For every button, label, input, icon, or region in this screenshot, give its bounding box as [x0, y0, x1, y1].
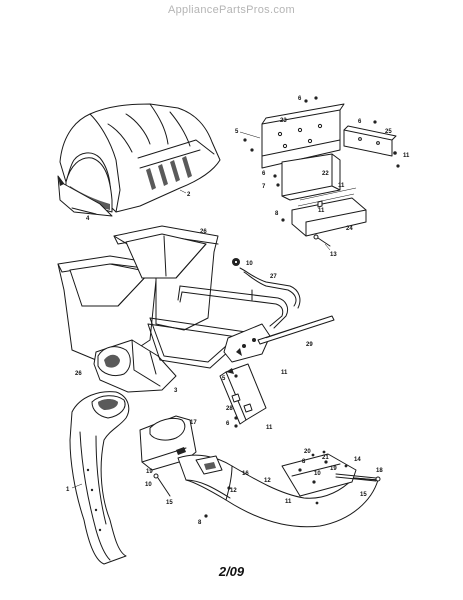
- callout-6-hanger: 6: [226, 421, 230, 427]
- callout-19-right: 19: [330, 466, 337, 472]
- callout-8-bottom: 8: [198, 520, 202, 526]
- callout-6-left: 6: [262, 171, 266, 177]
- callout-8-right: 8: [302, 459, 306, 465]
- callout-19-left: 19: [146, 469, 153, 475]
- callout-1: 1: [66, 487, 70, 493]
- callout-10-bottom: 10: [314, 471, 321, 477]
- callout-29: 29: [306, 342, 313, 348]
- callout-11-mid2: 11: [318, 208, 325, 214]
- fastener-13: [313, 234, 331, 247]
- callout-5: 5: [235, 129, 239, 135]
- pin-16: [153, 473, 171, 497]
- callout-6-right: 6: [358, 119, 362, 125]
- callout-5-mid: 5: [222, 376, 226, 382]
- callout-17: 17: [190, 420, 197, 426]
- callout-22: 22: [322, 171, 329, 177]
- callout-11-mid: 11: [338, 183, 345, 189]
- callout-8-top: 8: [275, 211, 279, 217]
- callout-12-right: 12: [264, 478, 271, 484]
- bag-left: [57, 255, 161, 361]
- callout-15-left: 15: [166, 500, 173, 506]
- callout-23: 23: [280, 118, 287, 124]
- callout-12: 12: [230, 488, 237, 494]
- callout-13: 13: [330, 252, 337, 258]
- callout-14: 14: [354, 457, 361, 463]
- callout-3: 3: [174, 388, 178, 394]
- lower-chute-14: [177, 453, 379, 528]
- callout-10-top: 10: [246, 261, 253, 267]
- callout-11-frame: 11: [281, 370, 288, 376]
- callout-4: 4: [86, 216, 90, 222]
- callout-11-hanger: 11: [266, 425, 273, 431]
- callout-11-right: 11: [403, 153, 410, 159]
- hanger-28: [219, 363, 267, 425]
- callout-20: 20: [304, 449, 311, 455]
- lower-hardware: [204, 374, 348, 518]
- watermark: AppliancePartsPros.com: [167, 4, 296, 16]
- callout-21: 21: [322, 455, 329, 461]
- callout-27: 27: [270, 274, 277, 280]
- callout-16: 16: [242, 471, 249, 477]
- callout-28: 28: [226, 406, 233, 412]
- callout-11-bottom: 11: [285, 499, 292, 505]
- callout-6-top: 6: [298, 96, 302, 102]
- bracket-25: [343, 125, 397, 157]
- frame-bracket: [223, 323, 271, 363]
- callout-26-top: 26: [200, 229, 207, 235]
- callout-18: 18: [376, 468, 383, 474]
- callout-labels: 2 4 5 6 6 23 25 11 22 6 7 11 11 8 24 13 …: [66, 96, 410, 526]
- callout-15-right: 15: [360, 492, 367, 498]
- callout-2: 2: [187, 192, 191, 198]
- page-number: 2/09: [218, 564, 245, 579]
- support-22: [281, 153, 341, 201]
- chute-tube-1: [69, 391, 130, 565]
- pin-18: [335, 473, 381, 482]
- callout-26-bottom: 26: [75, 371, 82, 377]
- bag-right: [113, 225, 219, 331]
- callout-10-left: 10: [145, 482, 152, 488]
- bag-discharge-3: [93, 339, 177, 393]
- callout-24: 24: [346, 226, 353, 232]
- callout-25: 25: [385, 129, 392, 135]
- bagger-hood: [57, 103, 221, 217]
- support-24: [291, 187, 367, 237]
- callout-7: 7: [262, 184, 266, 190]
- hardware-dots: [232, 96, 400, 266]
- strip-29: [257, 315, 335, 345]
